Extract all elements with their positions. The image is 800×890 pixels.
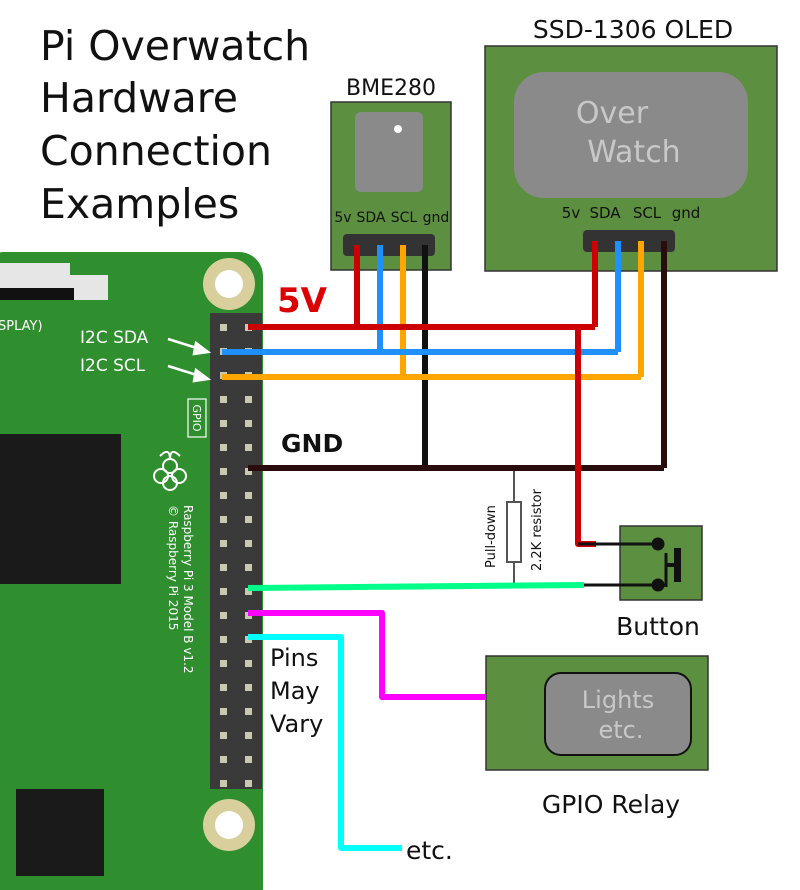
five-v-label: 5V (277, 281, 328, 321)
title-line-3: Connection (40, 127, 272, 175)
gpio-pin (245, 780, 252, 787)
gpio-pin (220, 588, 227, 595)
etc-label: etc. (406, 836, 453, 865)
gpio-pin (220, 780, 227, 787)
oled-screen-line-2: Watch (587, 135, 680, 170)
gpio-pin (220, 516, 227, 523)
soc-chip (0, 434, 121, 584)
ram-chip (16, 789, 104, 876)
gpio-header (210, 313, 262, 789)
relay-screen-line-1: Lights (582, 686, 654, 714)
title-line-2: Hardware (40, 74, 238, 122)
gpio-pin (245, 684, 252, 691)
gpio-pin (220, 612, 227, 619)
gpio-pin (220, 420, 227, 427)
button-label: Button (616, 612, 700, 641)
pins-vary-line-2: May (270, 677, 320, 705)
oled-label: SSD-1306 OLED (533, 15, 733, 44)
bme280-label: BME280 (346, 76, 436, 101)
i2c-scl-label: I2C SCL (80, 356, 146, 376)
pins-vary-line-3: Vary (270, 710, 323, 738)
gpio-pin (220, 444, 227, 451)
gpio-pin (220, 684, 227, 691)
gpio-pin (245, 708, 252, 715)
display-connector-label: SPLAY) (0, 319, 43, 334)
board-copyright-label: © Raspberry Pi 2015 (166, 505, 180, 630)
bme280-pin-scl: SCL (391, 210, 418, 226)
gpio-pin (245, 420, 252, 427)
gpio-pin (245, 396, 252, 403)
pulldown-label: Pull-down (484, 505, 499, 568)
gnd-label: GND (281, 429, 343, 458)
pin-arrows (167, 337, 212, 383)
wire-etc (248, 634, 402, 851)
gpio-pin (220, 636, 227, 643)
relay-module (485, 655, 709, 771)
gpio-pin (220, 540, 227, 547)
gpio-pin (245, 468, 252, 475)
bme280-pin-gnd: gnd (423, 210, 450, 226)
gpio-pin (245, 564, 252, 571)
gpio-pin (245, 540, 252, 547)
relay-screen-line-2: etc. (599, 716, 644, 744)
gpio-pin (245, 492, 252, 499)
oled-screen-line-1: Over (576, 96, 649, 131)
gpio-pin (220, 708, 227, 715)
pulldown-resistor (506, 470, 522, 588)
wire-button-signal (247, 582, 585, 591)
oled-pin-5v: 5v (562, 204, 581, 222)
pins-vary-line-1: Pins (270, 644, 318, 672)
gpio-pin (245, 660, 252, 667)
oled-pin-gnd: gnd (672, 204, 701, 222)
gpio-pin (220, 732, 227, 739)
gpio-pin (220, 396, 227, 403)
i2c-sda-label: I2C SDA (80, 328, 149, 348)
gpio-pin (220, 468, 227, 475)
bme280-pin-sda: SDA (357, 210, 386, 226)
wire-5v-button (575, 327, 596, 547)
board-model-label: Raspberry Pi 3 Model B v1.2 (181, 505, 195, 674)
raspberry-logo-icon (153, 450, 187, 491)
relay-label: GPIO Relay (542, 790, 680, 819)
title-line-1: Pi Overwatch (40, 22, 310, 70)
bme280-pin-5v: 5v (334, 210, 351, 226)
gpio-pin (220, 324, 227, 331)
gpio-pin (220, 660, 227, 667)
gpio-pin (245, 756, 252, 763)
title-line-4: Examples (40, 180, 239, 228)
wire-relay (248, 610, 486, 700)
gpio-pin (220, 564, 227, 571)
oled-pin-scl: SCL (633, 204, 662, 222)
oled-pin-sda: SDA (589, 204, 621, 222)
raspberry-pi-board (0, 252, 263, 890)
gpio-pin (245, 732, 252, 739)
gpio-board-label: GPIO (190, 404, 203, 431)
bme280-module (330, 101, 452, 271)
gpio-pin (245, 588, 252, 595)
gpio-pin (220, 492, 227, 499)
gpio-pin (245, 516, 252, 523)
resistor-label: 2.2K resistor (530, 488, 545, 571)
gpio-pin (245, 444, 252, 451)
gpio-pin (220, 756, 227, 763)
oled-module (484, 45, 778, 272)
